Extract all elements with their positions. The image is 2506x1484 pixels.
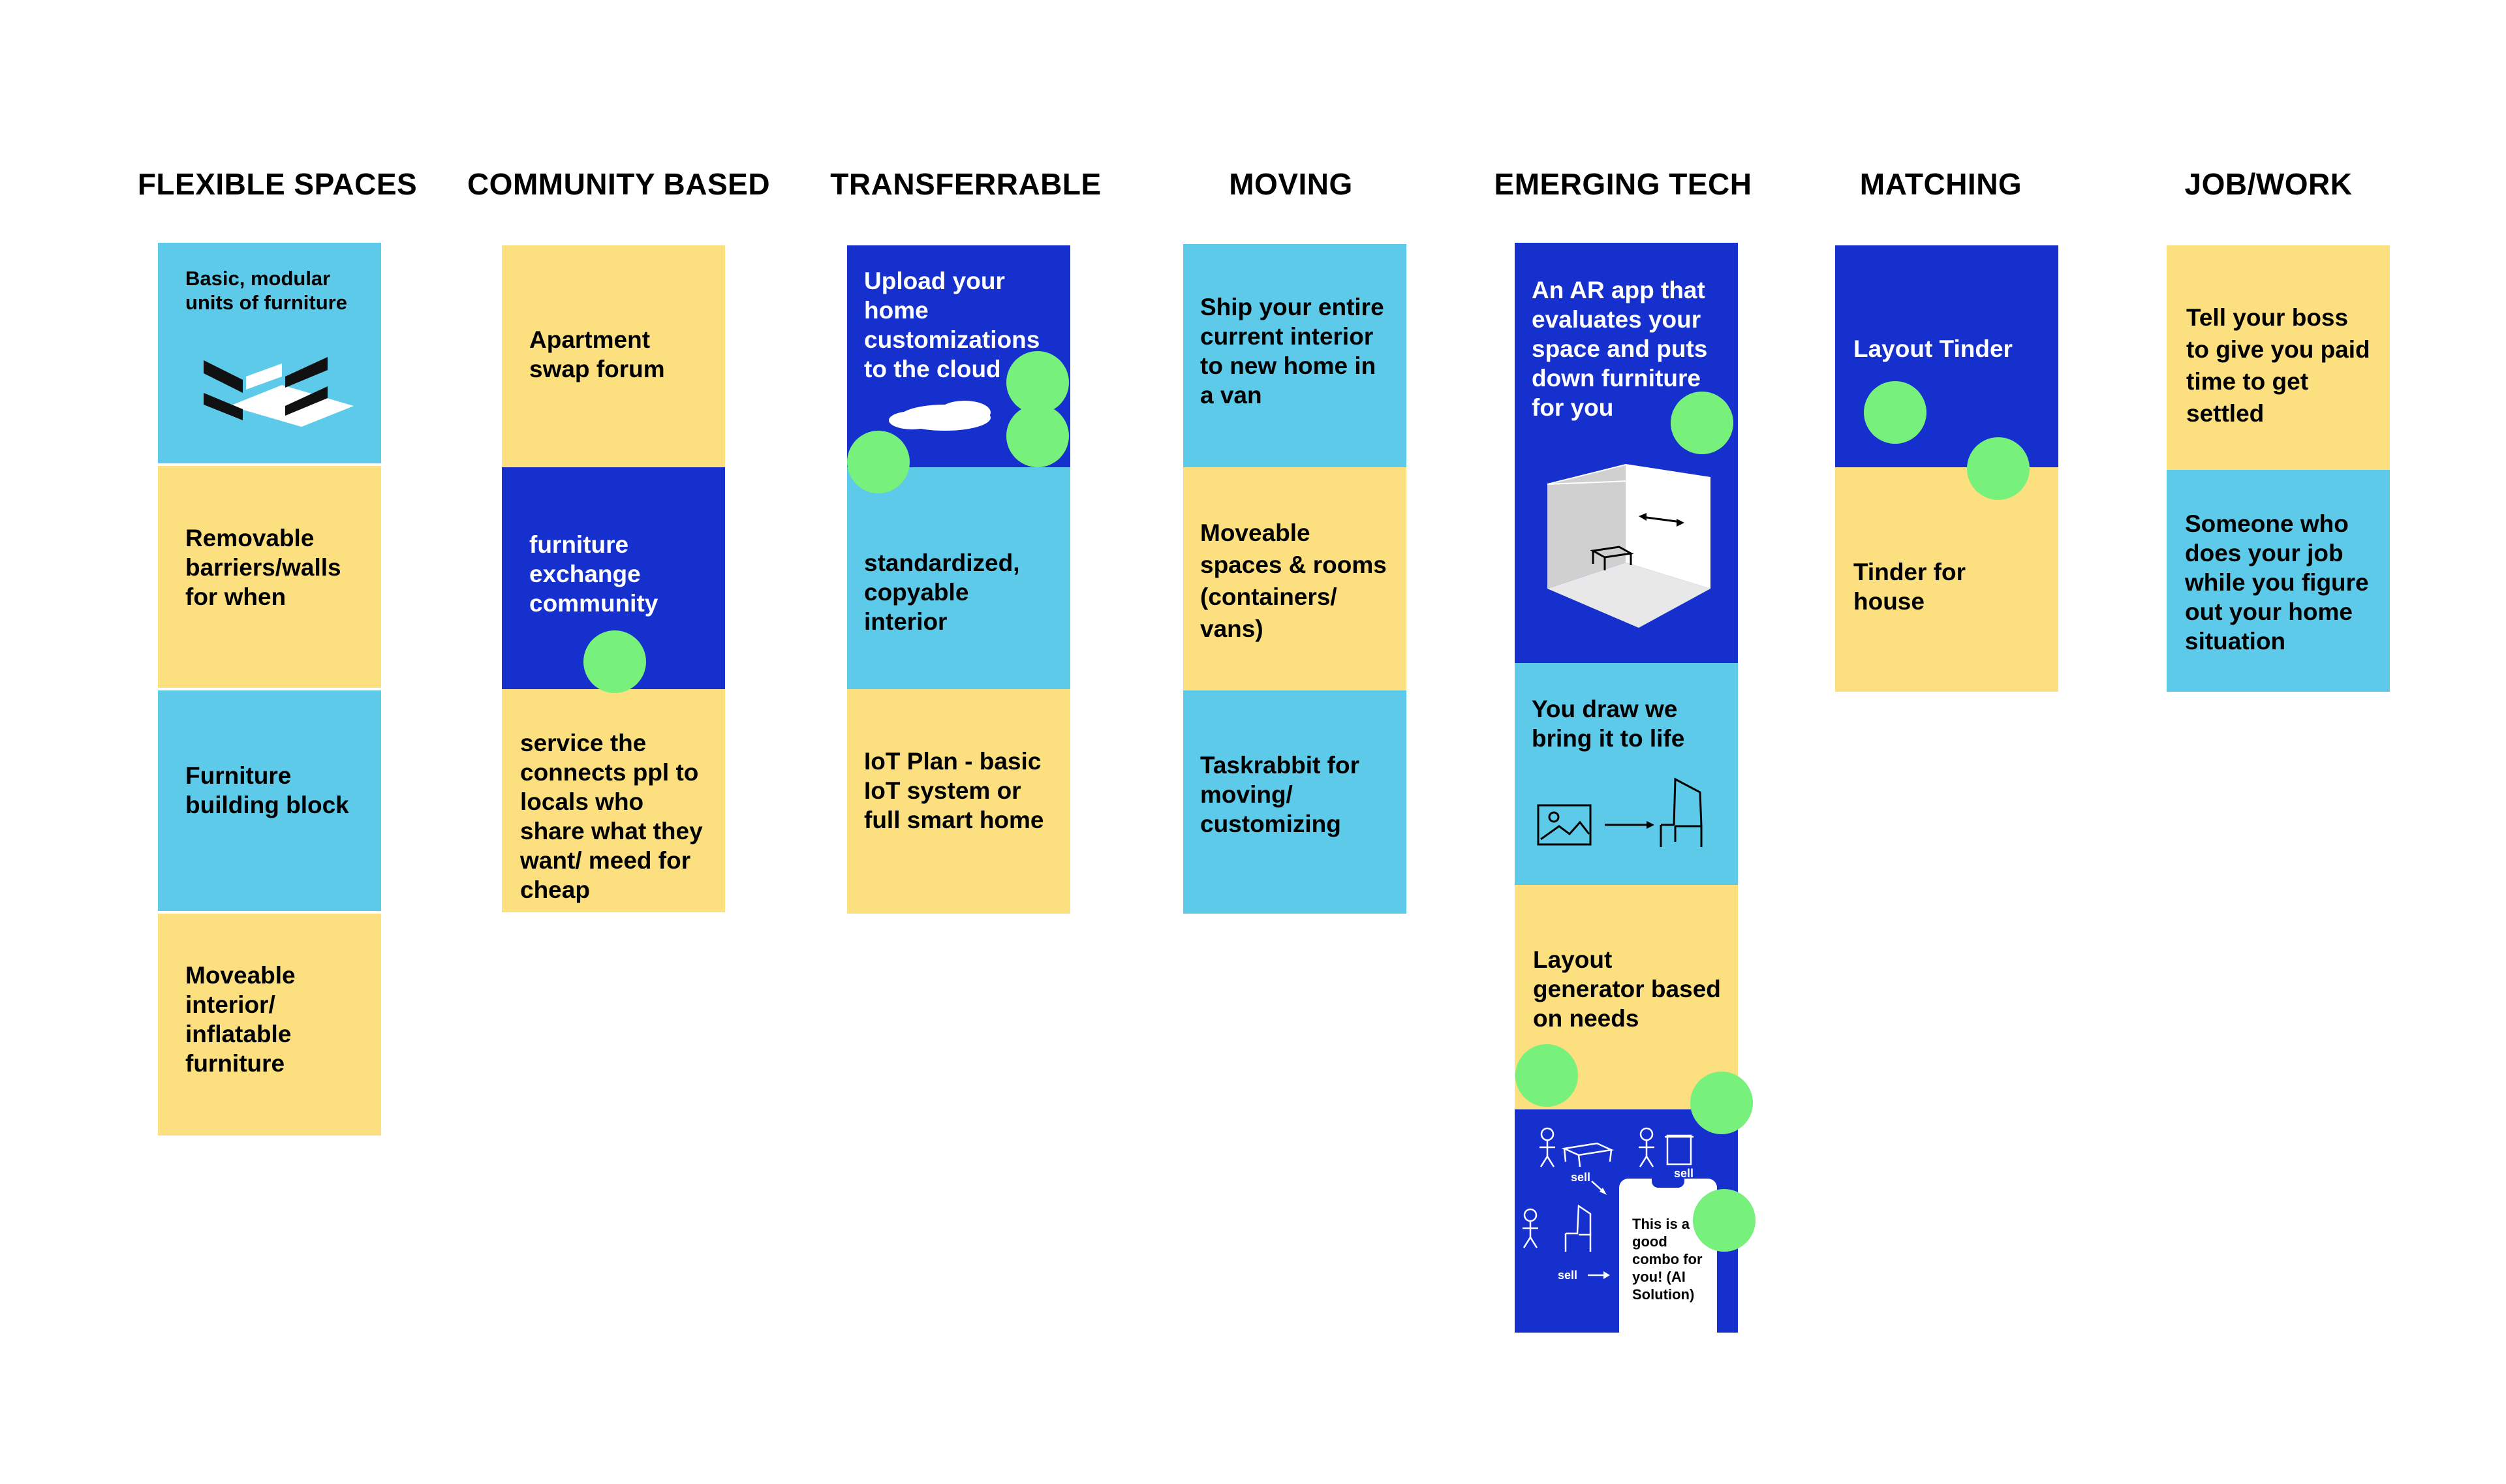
vote-dot[interactable] (583, 630, 646, 693)
image-to-chair-icon (1537, 777, 1703, 847)
note-text: You draw we bring it to life (1532, 696, 1685, 752)
note-text: Layout generator based on needs (1533, 946, 1721, 1032)
sticky-note-layout-tinder[interactable]: Layout Tinder (1835, 245, 2058, 467)
sticky-note-draw-to-life[interactable]: You draw we bring it to life (1515, 663, 1738, 885)
sticky-note-iot-plan[interactable]: IoT Plan - basic IoT system or full smar… (847, 689, 1070, 914)
sticky-note-inflatable-furniture[interactable]: Moveable interior/ inflatable furniture (158, 914, 381, 1136)
sticky-note-modular-furniture[interactable]: Basic, modular units of furniture (158, 243, 381, 463)
room-3d-icon (1547, 463, 1711, 628)
vote-dot[interactable] (1671, 392, 1733, 454)
sticky-note-furniture-exchange[interactable]: furniture exchange community (502, 467, 725, 689)
sticky-note-ship-interior[interactable]: Ship your entire current interior to new… (1183, 244, 1406, 467)
note-text: Moveable spaces & rooms (containers/ van… (1200, 519, 1387, 642)
sell-label: sell (1558, 1269, 1577, 1282)
sticky-note-paid-time[interactable]: Tell your boss to give you paid time to … (2167, 245, 2390, 470)
sticky-note-moveable-rooms[interactable]: Moveable spaces & rooms (containers/ van… (1183, 467, 1406, 690)
note-text: Basic, modular units of furniture (185, 267, 347, 314)
sell-label: sell (1674, 1167, 1694, 1180)
note-text: An AR app that evaluates your space and … (1532, 277, 1708, 421)
note-text: Layout Tinder (1853, 335, 2013, 362)
vote-dot[interactable] (1693, 1189, 1756, 1252)
sticky-note-removable-walls[interactable]: Removable barriers/walls for when (158, 466, 381, 688)
column-heading-emerging-tech: EMERGING TECH (1494, 167, 1752, 201)
note-text: Ship your entire current interior to new… (1200, 294, 1384, 409)
sticky-note-furniture-building-block[interactable]: Furniture building block (158, 690, 381, 911)
vote-dot[interactable] (1006, 351, 1069, 414)
column-heading-moving: MOVING (1229, 167, 1353, 201)
note-text: standardized, copyable interior (864, 549, 1020, 635)
vote-dot[interactable] (1006, 405, 1069, 467)
column-heading-flexible-spaces: FLEXIBLE SPACES (137, 167, 418, 201)
note-text: furniture exchange community (529, 531, 658, 617)
column-heading-transferrable: TRANSFERRABLE (830, 167, 1102, 201)
note-text: Moveable interior/ inflatable furniture (185, 962, 296, 1077)
note-text: Apartment swap forum (529, 326, 665, 382)
vote-dot[interactable] (847, 431, 910, 493)
vote-dot[interactable] (1515, 1044, 1578, 1107)
column-heading-matching: MATCHING (1859, 167, 2022, 201)
note-text: Someone who does your job while you figu… (2185, 510, 2369, 655)
note-text: Tinder for house (1853, 559, 1966, 615)
sticky-note-taskrabbit[interactable]: Taskrabbit for moving/ customizing (1183, 690, 1406, 914)
sticky-note-copyable-interior[interactable]: standardized, copyable interior (847, 467, 1070, 689)
note-text: Tell your boss to give you paid time to … (2186, 304, 2370, 427)
note-text: Removable barriers/walls for when (185, 525, 341, 610)
modular-furniture-icon (204, 357, 354, 427)
vote-dot[interactable] (1967, 437, 2030, 500)
sell-label: sell (1571, 1171, 1590, 1184)
marketplace-sketch-icon: sell sell sell (1523, 1127, 1694, 1282)
phone-mockup: This is a good combo for you! (AI Soluti… (1619, 1179, 1717, 1333)
sticky-note-ai-solution-sketch[interactable]: sell sell sell This is a good combo for … (1515, 1109, 1738, 1333)
phone-message: This is a good combo for you! (AI Soluti… (1632, 1216, 1703, 1303)
note-text: Furniture building block (185, 762, 349, 818)
column-heading-community-based: COMMUNITY BASED (467, 167, 771, 201)
sticky-note-tinder-for-house[interactable]: Tinder for house (1835, 467, 2058, 692)
sticky-note-local-sharing-service[interactable]: service the connects ppl to locals who s… (502, 689, 725, 912)
vote-dot[interactable] (1864, 381, 1926, 444)
note-text: service the connects ppl to locals who s… (520, 730, 703, 903)
note-text: Upload your home customizations to the c… (864, 268, 1040, 382)
sticky-note-job-cover[interactable]: Someone who does your job while you figu… (2167, 470, 2390, 692)
cloud-icon (889, 401, 991, 431)
note-text: Taskrabbit for moving/ customizing (1200, 752, 1359, 837)
phone-notch (1652, 1179, 1684, 1188)
vote-dot[interactable] (1690, 1072, 1753, 1134)
column-heading-job-work: JOB/WORK (2184, 167, 2353, 201)
note-text: IoT Plan - basic IoT system or full smar… (864, 748, 1044, 833)
sticky-note-apartment-swap-forum[interactable]: Apartment swap forum (502, 245, 725, 467)
